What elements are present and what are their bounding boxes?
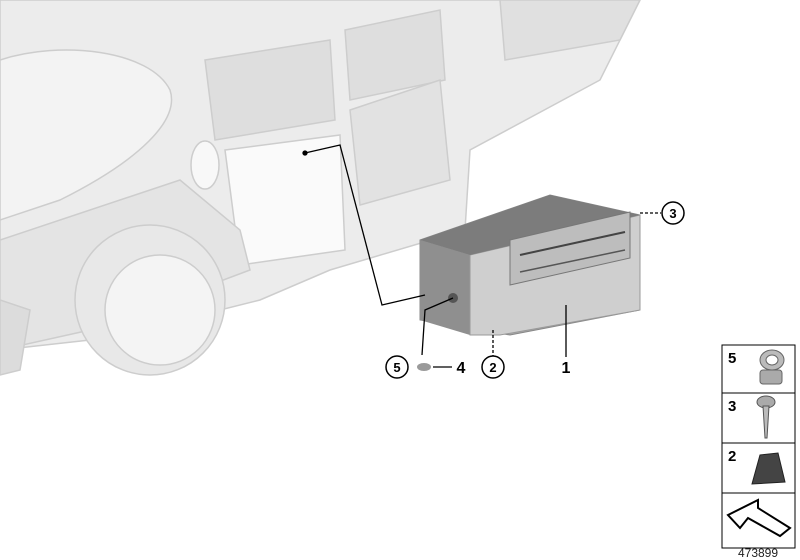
callout-1[interactable]: 1 <box>562 360 571 377</box>
callout-label: 3 <box>669 206 676 221</box>
rubber-pad-icon <box>751 452 786 485</box>
diagram-number: 473899 <box>738 546 778 560</box>
legend-label-5: 5 <box>728 350 736 367</box>
clip-nut-part <box>417 363 431 371</box>
callout-2[interactable]: 2 <box>481 355 505 379</box>
dashboard-illustration <box>0 0 641 376</box>
screw-icon <box>756 395 776 439</box>
callout-3[interactable]: 3 <box>661 201 685 225</box>
callout-label: 5 <box>393 360 400 375</box>
leader-lines <box>302 144 661 368</box>
legend-label-2: 2 <box>728 448 736 465</box>
legend-label-3: 3 <box>728 398 736 415</box>
radio-unit-illustration <box>419 194 641 336</box>
callout-5[interactable]: 5 <box>385 355 409 379</box>
callout-label: 2 <box>489 360 496 375</box>
direction-arrow-icon <box>726 498 792 538</box>
parts-legend: 5 3 2 473899 <box>721 344 796 560</box>
callout-4[interactable]: 4 <box>457 360 466 377</box>
clip-nut-icon <box>759 349 785 385</box>
